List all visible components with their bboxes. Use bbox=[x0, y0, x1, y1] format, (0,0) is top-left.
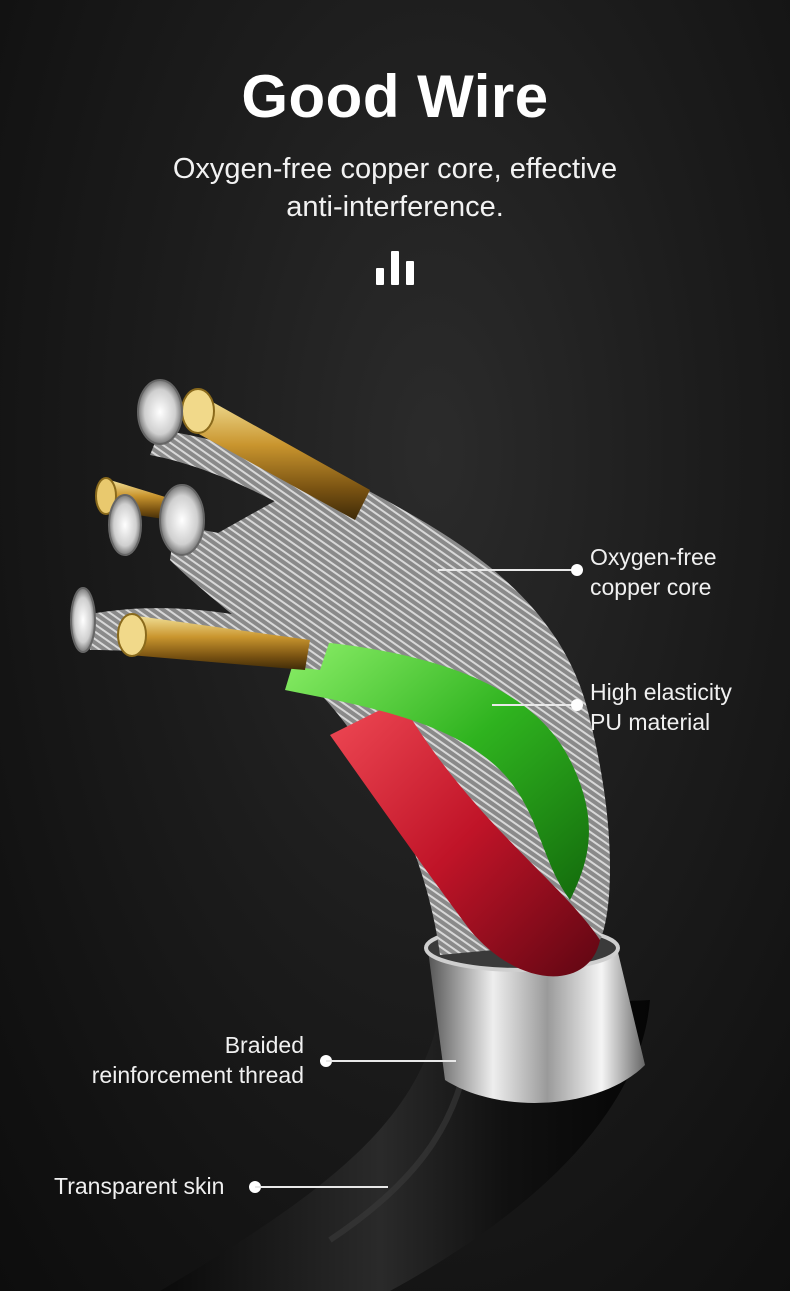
copper-core-1 bbox=[188, 395, 370, 520]
callout-pu-line bbox=[492, 704, 578, 706]
subtitle: Oxygen-free copper core, effective anti-… bbox=[0, 150, 790, 226]
red-wire bbox=[330, 700, 600, 977]
page-title: Good Wire bbox=[241, 63, 549, 130]
callout-skin-label: Transparent skin bbox=[54, 1171, 224, 1201]
callout-copper-line bbox=[438, 569, 578, 571]
strand-end-3 bbox=[159, 484, 205, 556]
callout-pu-dot bbox=[571, 699, 583, 711]
strand-end-1 bbox=[137, 379, 183, 445]
callout-copper-line2: copper core bbox=[590, 574, 712, 600]
subtitle-line-2: anti-interference. bbox=[286, 191, 504, 223]
callout-copper-line1: Oxygen-free bbox=[590, 544, 717, 570]
subtitle-line-1: Oxygen-free copper core, effective bbox=[172, 153, 618, 185]
callout-pu-label: High elasticity PU material bbox=[590, 677, 732, 737]
copper-core-2 bbox=[130, 615, 310, 670]
ferrule-ring bbox=[428, 940, 645, 1103]
strand-end-4 bbox=[70, 587, 96, 653]
callout-braided-line2: reinforcement thread bbox=[91, 1062, 304, 1088]
callout-skin-line bbox=[255, 1186, 388, 1188]
callout-braided-label: Braided reinforcement thread bbox=[60, 1030, 304, 1090]
callout-braided-line bbox=[326, 1060, 456, 1062]
bar-chart-icon bbox=[374, 251, 418, 285]
callout-pu-line2: PU material bbox=[590, 709, 711, 735]
callout-skin-line1: Transparent skin bbox=[54, 1173, 225, 1199]
callout-pu-line1: High elasticity bbox=[590, 679, 732, 705]
callout-braided-line1: Braided bbox=[224, 1032, 304, 1058]
strand-end-2 bbox=[108, 494, 142, 556]
callout-copper-dot bbox=[571, 564, 583, 576]
callout-copper-label: Oxygen-free copper core bbox=[590, 542, 717, 602]
